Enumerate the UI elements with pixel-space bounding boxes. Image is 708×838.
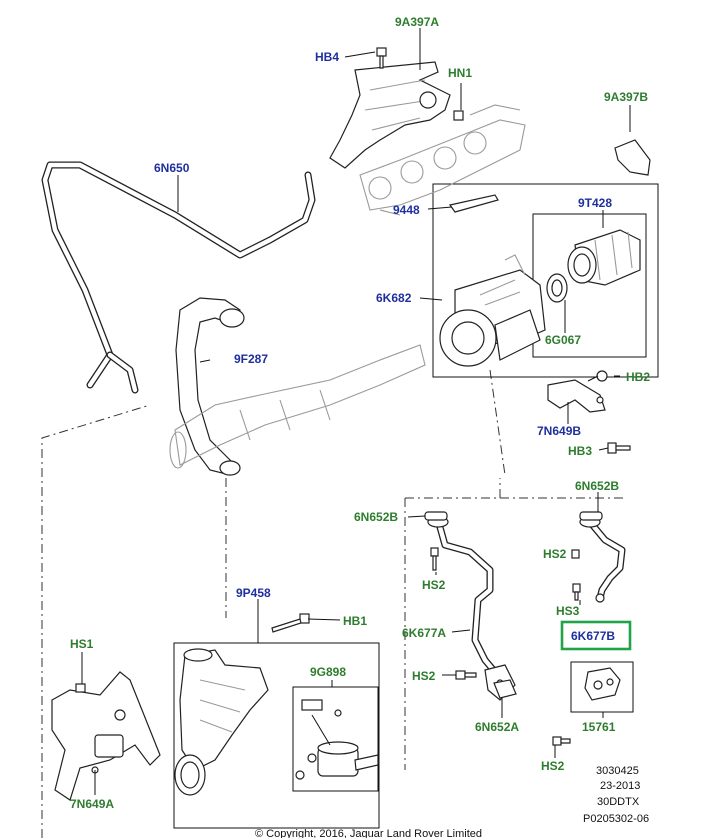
- label-6n650[interactable]: 6N650: [154, 161, 190, 175]
- drawing-info: 3030425 23-2013 30DDTX P0205302-06 © Cop…: [255, 765, 649, 838]
- bolt-hb1: [271, 613, 310, 633]
- screw-hs1: [75, 683, 86, 693]
- label-6n652b-right[interactable]: 6N652B: [575, 479, 619, 493]
- hose-9f287: [175, 297, 245, 476]
- ring-6g067: [546, 273, 568, 303]
- charge-pipe: [169, 344, 426, 469]
- highlighted-part-6k677b[interactable]: 6K677B: [560, 620, 632, 651]
- part-labels: 9A397A HB4 HN1 9A397B 6N650 9448 9T428 6…: [70, 15, 650, 811]
- gasket-6n652b-left: [424, 511, 448, 521]
- gasket-9448: [448, 194, 499, 213]
- label-hs2-d[interactable]: HS2: [541, 759, 565, 773]
- bolt-hb2: [587, 370, 608, 382]
- label-hb3[interactable]: HB3: [568, 444, 592, 458]
- label-hs2-a[interactable]: HS2: [422, 578, 446, 592]
- label-6n652a[interactable]: 6N652A: [475, 720, 519, 734]
- bracket-7n649b: [547, 379, 606, 413]
- dashed-outlines: [41, 369, 623, 838]
- catalyst-9t428: [567, 229, 641, 286]
- heat-shield-right: [614, 139, 651, 176]
- drawing-date: 23-2013: [600, 780, 640, 792]
- turbo-box: [432, 183, 659, 378]
- label-7n649a[interactable]: 7N649A: [70, 797, 114, 811]
- label-hs2-b[interactable]: HS2: [543, 547, 567, 561]
- drawing-number: 3030425: [596, 765, 639, 777]
- bracket-7n649a: [51, 671, 161, 801]
- label-9a397b[interactable]: 9A397B: [604, 90, 648, 104]
- label-hb1[interactable]: HB1: [343, 614, 367, 628]
- label-hb4[interactable]: HB4: [315, 50, 339, 64]
- gasket-box: [570, 661, 634, 713]
- actuator-9g898: [295, 699, 379, 780]
- egr-9p458: [174, 648, 269, 796]
- label-9g898[interactable]: 9G898: [310, 665, 346, 679]
- gasket-15761: [584, 667, 621, 701]
- tube-6n650: [41, 161, 316, 394]
- gasket-6n652a: [493, 679, 517, 699]
- label-hn1[interactable]: HN1: [448, 66, 472, 80]
- label-hs1[interactable]: HS1: [70, 637, 94, 651]
- label-6k682[interactable]: 6K682: [376, 291, 412, 305]
- drawing-reference: P0205302-06: [583, 813, 649, 825]
- turbocharger: [439, 254, 546, 367]
- screw-hs2-bottom-left: [455, 670, 477, 680]
- screw-hs2-left: [430, 547, 439, 571]
- drawing-code: 30DDTX: [597, 796, 640, 808]
- pipe-6k677b: [579, 516, 626, 603]
- label-9f287[interactable]: 9F287: [234, 352, 268, 366]
- label-9448[interactable]: 9448: [393, 203, 420, 217]
- copyright-text: © Copyright, 2016, Jaguar Land Rover Lim…: [255, 828, 482, 838]
- nut-hn1: [453, 110, 464, 121]
- bolt-hb3: [607, 442, 631, 454]
- heat-shield-upper: [329, 61, 451, 169]
- screw-hs3: [572, 583, 581, 601]
- screw-hs2-bottom-right: [552, 736, 571, 746]
- label-hs3[interactable]: HS3: [556, 604, 580, 618]
- label-hs2-c[interactable]: HS2: [412, 669, 436, 683]
- label-9a397a[interactable]: 9A397A: [395, 15, 439, 29]
- leader-lines: [81, 28, 631, 795]
- label-6n652b-left[interactable]: 6N652B: [354, 510, 398, 524]
- bolt-hb4: [376, 47, 387, 69]
- gasket-6n652b-right: [579, 511, 603, 521]
- label-15761[interactable]: 15761: [582, 720, 616, 734]
- egr-box: [173, 642, 380, 829]
- label-6k677b[interactable]: 6K677B: [571, 629, 615, 643]
- label-hb2[interactable]: HB2: [626, 370, 650, 384]
- label-6k677a[interactable]: 6K677A: [402, 626, 446, 640]
- label-7n649b[interactable]: 7N649B: [537, 424, 581, 438]
- label-9p458[interactable]: 9P458: [236, 586, 271, 600]
- exhaust-manifold: [359, 104, 526, 216]
- actuator-box: [292, 686, 379, 792]
- screw-hs2-right: [571, 549, 580, 559]
- highlight-box: [560, 620, 632, 651]
- label-9t428[interactable]: 9T428: [578, 196, 612, 210]
- label-6g067[interactable]: 6G067: [545, 333, 581, 347]
